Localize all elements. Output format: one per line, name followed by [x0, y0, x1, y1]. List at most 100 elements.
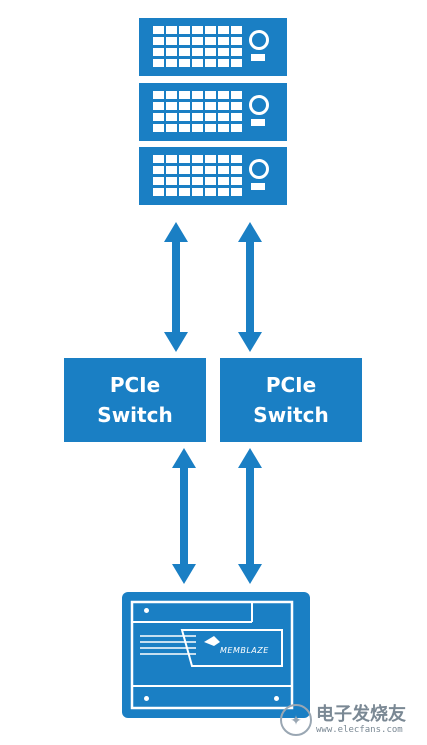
- server-vent-cell: [218, 102, 229, 110]
- server-vent-cell: [205, 166, 216, 174]
- server-vent-cell: [205, 59, 216, 67]
- pcie-switch-box: PCIe Switch: [220, 358, 362, 442]
- server-drive-slot: [251, 119, 265, 126]
- server-vent-cell: [192, 124, 203, 132]
- server-vent-cell: [231, 113, 242, 121]
- mounting-hole: [144, 696, 149, 701]
- server-vent-cell: [231, 188, 242, 196]
- server-vent-cell: [205, 177, 216, 185]
- server-vent-cell: [153, 26, 164, 34]
- server-vent-cell: [179, 113, 190, 121]
- server-vent-cell: [153, 188, 164, 196]
- server-vent-cell: [153, 113, 164, 121]
- server-vent-cell: [192, 48, 203, 56]
- server-rack-icon: [139, 18, 287, 76]
- bidirectional-arrow-icon: [238, 448, 262, 584]
- server-vent-cell: [231, 155, 242, 163]
- pcie-switch-label: PCIe Switch: [253, 373, 329, 427]
- server-vent-cell: [205, 48, 216, 56]
- server-vent-cell: [192, 188, 203, 196]
- bidirectional-arrow-icon: [238, 222, 262, 352]
- server-vent-cell: [166, 113, 177, 121]
- server-vent-cell: [166, 48, 177, 56]
- server-vent-cell: [192, 113, 203, 121]
- server-vent-cell: [179, 102, 190, 110]
- server-vent-cell: [205, 155, 216, 163]
- server-vent-cell: [166, 188, 177, 196]
- server-vent-cell: [192, 26, 203, 34]
- server-vent-cell: [166, 102, 177, 110]
- server-vent-cell: [218, 48, 229, 56]
- watermark-url: www.elecfans.com: [316, 724, 403, 735]
- server-rack-icon: [139, 83, 287, 141]
- server-vent-cell: [179, 26, 190, 34]
- device-brand-label: MEMBLAZE: [220, 646, 269, 655]
- server-vent-cell: [179, 188, 190, 196]
- server-vent-cell: [192, 59, 203, 67]
- pcie-switch-box: PCIe Switch: [64, 358, 206, 442]
- server-vent-cell: [166, 166, 177, 174]
- server-vent-cell: [218, 26, 229, 34]
- watermark-text: 电子发烧友 www.elecfans.com: [316, 703, 406, 736]
- server-vent-cell: [205, 188, 216, 196]
- server-power-button: [249, 95, 269, 115]
- server-vent-cell: [218, 113, 229, 121]
- server-vent-cell: [153, 124, 164, 132]
- server-vent-cell: [179, 59, 190, 67]
- watermark-title: 电子发烧友: [316, 703, 406, 725]
- server-vent-cell: [192, 155, 203, 163]
- server-vent-cell: [231, 26, 242, 34]
- bidirectional-arrow-icon: [172, 448, 196, 584]
- server-vent-cell: [179, 166, 190, 174]
- server-vent-cell: [218, 188, 229, 196]
- ssd-card-body-icon: [130, 600, 294, 710]
- server-vent-cell: [166, 155, 177, 163]
- server-vent-cell: [192, 91, 203, 99]
- server-vent-cell: [205, 26, 216, 34]
- pcie-switch-label: PCIe Switch: [97, 373, 173, 427]
- server-drive-slot: [251, 54, 265, 61]
- server-vent-cell: [153, 59, 164, 67]
- server-power-button: [249, 159, 269, 179]
- mounting-hole: [274, 696, 279, 701]
- server-power-button: [249, 30, 269, 50]
- server-vent-cell: [179, 155, 190, 163]
- server-vent-cell: [153, 155, 164, 163]
- server-vent-cell: [205, 91, 216, 99]
- server-drive-slot: [251, 183, 265, 190]
- watermark-logo-icon: ✦: [280, 704, 312, 736]
- server-vent-cell: [218, 124, 229, 132]
- mounting-hole: [144, 608, 149, 613]
- server-vent-cell: [231, 166, 242, 174]
- server-vent-cell: [153, 37, 164, 45]
- server-vent-cell: [179, 124, 190, 132]
- server-vent-cell: [218, 177, 229, 185]
- server-vent-cell: [218, 37, 229, 45]
- server-vent-cell: [192, 166, 203, 174]
- server-vent-cell: [218, 166, 229, 174]
- server-vent-cell: [231, 48, 242, 56]
- server-vent-cell: [166, 26, 177, 34]
- server-vent-cell: [192, 177, 203, 185]
- server-vent-cell: [231, 124, 242, 132]
- server-rack-icon: [139, 147, 287, 205]
- server-vent-cell: [179, 37, 190, 45]
- server-vent-cell: [192, 102, 203, 110]
- server-vent-cell: [231, 91, 242, 99]
- server-vent-cell: [166, 91, 177, 99]
- server-vent-cell: [231, 177, 242, 185]
- server-vent-cell: [192, 37, 203, 45]
- server-vent-cell: [218, 91, 229, 99]
- server-vent-cell: [153, 177, 164, 185]
- server-vent-cell: [166, 177, 177, 185]
- server-vent-cell: [153, 102, 164, 110]
- server-vent-cell: [231, 37, 242, 45]
- server-vent-cell: [179, 48, 190, 56]
- server-vent-cell: [179, 177, 190, 185]
- server-vent-cell: [179, 91, 190, 99]
- server-vent-cell: [153, 91, 164, 99]
- server-vent-cell: [205, 124, 216, 132]
- server-vent-cell: [218, 59, 229, 67]
- server-vent-cell: [205, 102, 216, 110]
